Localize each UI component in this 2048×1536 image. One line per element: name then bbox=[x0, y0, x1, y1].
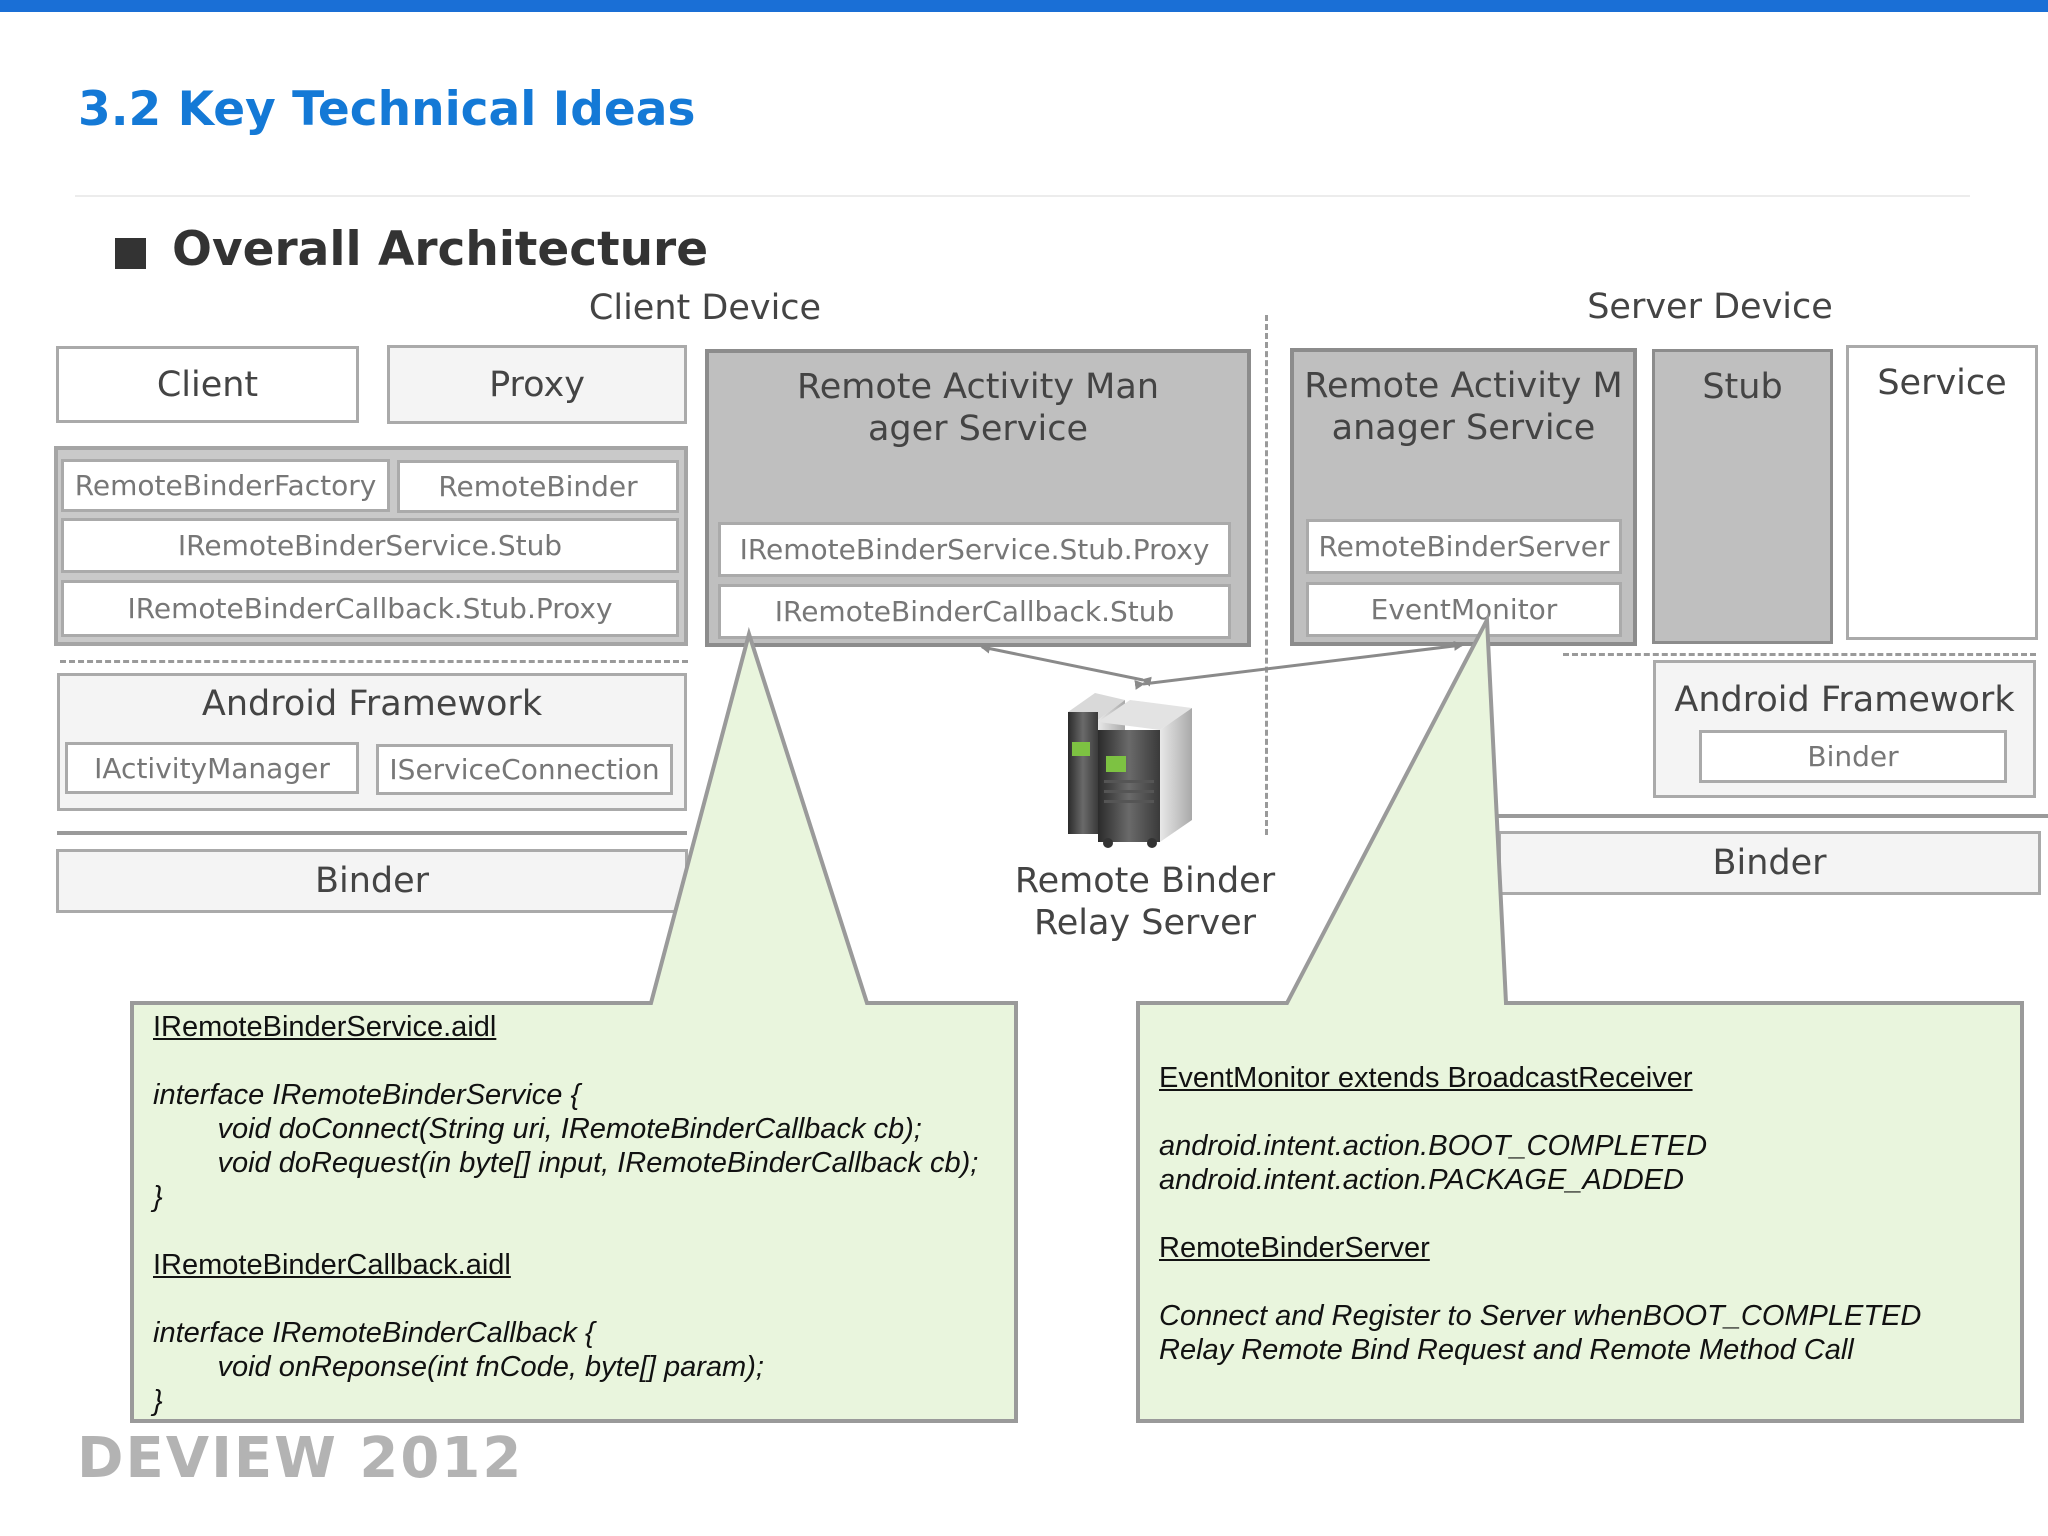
spacer bbox=[1159, 1095, 2009, 1129]
proxy-box: Proxy bbox=[387, 345, 687, 424]
service-aidl-heading: IRemoteBinderService.aidl bbox=[153, 1011, 497, 1043]
client-layer-divider bbox=[60, 660, 688, 663]
spacer bbox=[153, 1214, 1003, 1248]
client-device-label: Client Device bbox=[588, 288, 822, 328]
code-line: void doConnect(String uri, IRemoteBinder… bbox=[153, 1113, 922, 1145]
device-separator bbox=[1265, 315, 1268, 835]
code-line: } bbox=[153, 1181, 163, 1213]
right-callout-shape bbox=[1136, 612, 2024, 1423]
callback-stub-proxy-box: IRemoteBinderCallback.Stub.Proxy bbox=[61, 580, 679, 637]
service-stub-proxy-box: IRemoteBinderService.Stub.Proxy bbox=[718, 522, 1231, 577]
left-callout-text: IRemoteBinderService.aidl interface IRem… bbox=[153, 1010, 1003, 1418]
slide-title: 3.2 Key Technical Ideas bbox=[78, 82, 696, 137]
code-line: void onReponse(int fnCode, byte[] param)… bbox=[153, 1351, 764, 1383]
relay-connector-lines bbox=[980, 641, 1464, 690]
event-monitor-box: EventMonitor bbox=[1306, 582, 1622, 637]
section-heading: Overall Architecture bbox=[172, 222, 709, 277]
code-line: interface IRemoteBinderCallback { bbox=[153, 1317, 595, 1349]
server-android-framework-label: Android Framework bbox=[1674, 680, 2015, 720]
server-ram-service-title-line2: anager Service bbox=[1331, 408, 1596, 448]
description-line: Relay Remote Bind Request and Remote Met… bbox=[1159, 1334, 1854, 1366]
event-monitor-heading: EventMonitor extends BroadcastReceiver bbox=[1159, 1062, 1693, 1094]
server-layer-divider bbox=[1563, 653, 2036, 656]
bullet-square-icon bbox=[115, 238, 146, 269]
server-ram-service-title-line1: Remote Activity M bbox=[1304, 366, 1623, 406]
relay-server-label-line2: Relay Server bbox=[1033, 903, 1257, 943]
right-callout-text: EventMonitor extends BroadcastReceiver a… bbox=[1159, 1061, 2009, 1367]
title-divider bbox=[75, 195, 1970, 197]
relay-server-label-line1: Remote Binder bbox=[1014, 861, 1276, 901]
server-device-label: Server Device bbox=[1587, 287, 1833, 327]
client-box: Client bbox=[56, 346, 359, 423]
iservice-connection-box: IServiceConnection bbox=[376, 744, 673, 795]
relay-server-icon bbox=[1068, 693, 1192, 848]
intent-line: android.intent.action.PACKAGE_ADDED bbox=[1159, 1164, 1684, 1196]
server-framework-binder-box: Binder bbox=[1699, 730, 2007, 783]
code-line: void doRequest(in byte[] input, IRemoteB… bbox=[153, 1147, 979, 1179]
top-accent-bar bbox=[0, 0, 2048, 12]
client-binder-divider bbox=[57, 831, 687, 835]
deview-logo: DEVIEW 2012 bbox=[77, 1426, 524, 1491]
iactivity-manager-box: IActivityManager bbox=[65, 742, 359, 794]
code-line: interface IRemoteBinderService { bbox=[153, 1079, 581, 1111]
spacer bbox=[153, 1282, 1003, 1316]
service-box: Service bbox=[1846, 345, 2038, 640]
client-ram-service-title: Remote Activity Man ager Service bbox=[705, 366, 1251, 450]
client-ram-service-title-line2: ager Service bbox=[867, 409, 1089, 449]
remote-binder-server-box: RemoteBinderServer bbox=[1306, 519, 1622, 574]
server-binder-divider bbox=[1497, 814, 2048, 818]
spacer bbox=[1159, 1197, 2009, 1231]
code-line: } bbox=[153, 1385, 163, 1417]
description-line: Connect and Register to Server whenBOOT_… bbox=[1159, 1300, 1922, 1332]
callback-aidl-heading: IRemoteBinderCallback.aidl bbox=[153, 1249, 511, 1281]
client-binder-box: Binder bbox=[56, 849, 688, 913]
remote-binder-box: RemoteBinder bbox=[397, 460, 679, 513]
relay-server-label: Remote Binder Relay Server bbox=[985, 860, 1305, 944]
client-android-framework-label: Android Framework bbox=[201, 684, 543, 724]
stub-box: Stub bbox=[1652, 349, 1833, 644]
server-ram-service-title: Remote Activity M anager Service bbox=[1290, 365, 1637, 449]
spacer bbox=[153, 1044, 1003, 1078]
client-ram-service-title-line1: Remote Activity Man bbox=[796, 367, 1159, 407]
remote-binder-factory-box: RemoteBinderFactory bbox=[61, 459, 390, 512]
callback-stub-box: IRemoteBinderCallback.Stub bbox=[718, 584, 1231, 639]
server-binder-box: Binder bbox=[1498, 831, 2041, 895]
service-stub-box: IRemoteBinderService.Stub bbox=[61, 518, 679, 573]
spacer bbox=[1159, 1265, 2009, 1299]
left-callout-shape bbox=[130, 626, 1018, 1423]
remote-binder-server-heading: RemoteBinderServer bbox=[1159, 1232, 1430, 1264]
intent-line: android.intent.action.BOOT_COMPLETED bbox=[1159, 1130, 1708, 1162]
